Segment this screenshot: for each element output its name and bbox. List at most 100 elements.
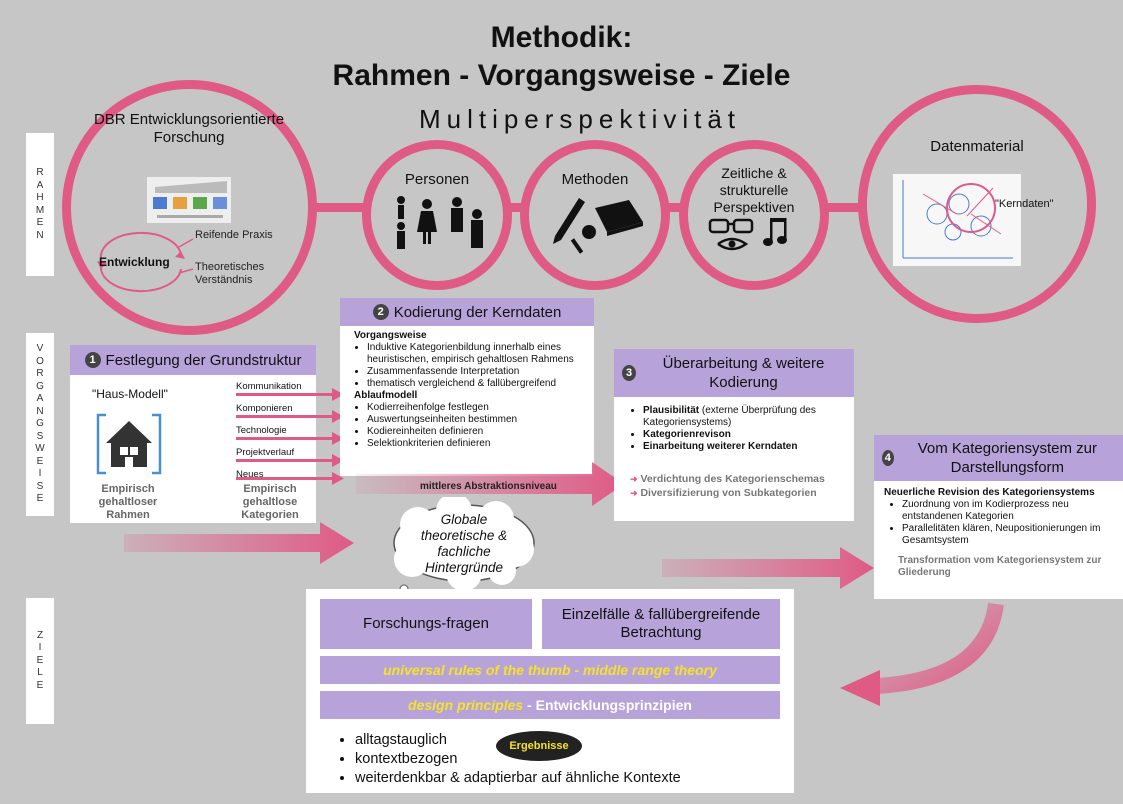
side-label-letter: R bbox=[36, 167, 44, 178]
forschungsfragen-box: Forschungs-fragen bbox=[320, 599, 532, 649]
side-label-letter: R bbox=[36, 368, 44, 380]
list-item: Parallelitäten klären, Neupositionierung… bbox=[902, 523, 1118, 547]
personen-circle: Personen bbox=[362, 140, 512, 290]
personen-label: Personen bbox=[404, 171, 470, 188]
panel-4-foot: Transformation vom Kategoriensystem zur … bbox=[898, 555, 1102, 578]
side-label-letter: E bbox=[36, 217, 44, 228]
curved-arrow bbox=[840, 602, 1004, 706]
list-item: Kodiereinheiten definieren bbox=[367, 426, 584, 438]
side-label-letter: O bbox=[36, 355, 44, 367]
side-label-letter: Z bbox=[36, 629, 44, 641]
side-label-letter: N bbox=[36, 405, 44, 417]
side-label-letter: E bbox=[36, 654, 44, 666]
panel-4-header: 4 Vom Kategoriensystem zur Darstellungsf… bbox=[874, 435, 1123, 481]
side-label-letter: A bbox=[36, 393, 44, 405]
panel-2-number: 2 bbox=[372, 304, 389, 320]
side-label-letter: E bbox=[36, 679, 44, 691]
people-icon bbox=[397, 196, 483, 249]
panel-1: 1 Festlegung der Grundstruktur "Haus-Mod… bbox=[70, 345, 316, 523]
kerndaten-label: "Kerndaten" bbox=[995, 198, 1054, 210]
panel-3-foot-1: ➜ Verdichtung des Kategorienschemas bbox=[630, 473, 825, 485]
dbr-right2: Theoretisches Verständnis bbox=[195, 261, 265, 286]
zeitlich-circle: Zeitliche & strukturelle Perspektiven bbox=[679, 140, 829, 290]
ergebnisse-badge: Ergebnisse bbox=[496, 731, 582, 761]
abstraction-arrow bbox=[356, 462, 624, 506]
panel-3-list: Plausibilität (externe Überprüfung des K… bbox=[630, 405, 846, 453]
side-label-letter: S bbox=[36, 430, 44, 442]
haus-modell-label: "Haus-Modell" bbox=[92, 387, 168, 401]
methoden-circle: Methoden bbox=[520, 140, 670, 290]
data-network-icon bbox=[893, 174, 1021, 266]
panel-2-heading-1: Vorgangsweise bbox=[354, 330, 427, 341]
list-item: Kodierreihenfolge festlegen bbox=[367, 402, 584, 414]
category-item: Technologie bbox=[236, 425, 287, 436]
design-principles-label: design principles bbox=[408, 697, 524, 713]
side-label-letter: G bbox=[36, 418, 44, 430]
category-item: Komponieren bbox=[236, 403, 293, 414]
panel-4-heading: Neuerliche Revision des Kategoriensystem… bbox=[884, 487, 1095, 498]
panel-2: 2 Kodierung der Kerndaten Vorgangsweise … bbox=[340, 298, 594, 476]
panel-3-foot-2: ➜ Diversifizierung von Subkategorien bbox=[630, 487, 817, 499]
list-item: Einarbeitung weiterer Kerndaten bbox=[643, 441, 846, 453]
glasses-eye-note-icon bbox=[708, 218, 787, 251]
side-label-letter: N bbox=[36, 229, 44, 241]
panel-2-heading-2: Ablaufmodell bbox=[354, 390, 418, 401]
side-label-letter: S bbox=[36, 480, 44, 492]
panel-1-number: 1 bbox=[84, 352, 101, 368]
side-label-letter: G bbox=[36, 380, 44, 392]
category-arrows bbox=[236, 388, 344, 485]
panel-4-number: 4 bbox=[882, 450, 894, 466]
list-item: weiterdenkbar & adaptierbar auf ähnliche… bbox=[355, 769, 681, 788]
title-line1: Methodik: bbox=[490, 21, 633, 54]
list-item: Zuordnung von im Kodierprozess neu entst… bbox=[902, 499, 1118, 523]
right-arrow bbox=[662, 547, 874, 589]
panel-1-title: Festlegung der Grundstruktur bbox=[105, 351, 302, 369]
title-line2: Rahmen - Vorgangsweise - Ziele bbox=[332, 59, 791, 92]
list-item: Induktive Kategorienbildung innerhalb ei… bbox=[367, 342, 584, 366]
side-label-letter: W bbox=[35, 443, 45, 455]
side-label-letter: M bbox=[35, 204, 45, 216]
design-principles-bar: design principles - Entwicklungsprinzipi… bbox=[320, 691, 780, 719]
cloud-label: Globale theoretische & fachliche Hinterg… bbox=[420, 512, 508, 575]
list-item: thematisch vergleichend & fallübergreife… bbox=[367, 378, 584, 390]
list-item: Zusammenfassende Interpretation bbox=[367, 366, 584, 378]
cloud-shape bbox=[391, 497, 535, 597]
panel-3: 3 Überarbeitung & weitere Kodierung Plau… bbox=[614, 349, 854, 521]
side-label-letter: H bbox=[36, 192, 44, 203]
panel-1-right-foot: Empirisch gehaltlose Kategorien bbox=[241, 483, 299, 521]
side-label-letter: E bbox=[36, 493, 44, 505]
panel-4: 4 Vom Kategoriensystem zur Darstellungsf… bbox=[874, 435, 1123, 599]
small-arrows-icon bbox=[178, 238, 194, 274]
pen-book-mic-icon bbox=[553, 198, 643, 254]
panel-3-title: Überarbeitung & weitere Kodierung bbox=[662, 355, 825, 391]
list-item: Auswertungseinheiten bestimmen bbox=[367, 414, 584, 426]
left-arrow bbox=[124, 522, 354, 564]
cycle-arrows-icon bbox=[97, 231, 185, 293]
category-item: Neues bbox=[236, 469, 264, 480]
side-label-letter: V bbox=[36, 343, 44, 355]
panel-4-title: Vom Kategoriensystem zur Darstellungsfor… bbox=[917, 440, 1097, 476]
list-item: Kategorienrevison bbox=[643, 429, 846, 441]
dbr-right1: Reifende Praxis bbox=[195, 229, 273, 241]
dbr-center-label: Entwicklung bbox=[99, 255, 170, 269]
house-icon bbox=[96, 413, 162, 475]
ziele-bullets: alltagstauglich kontextbezogen weiterden… bbox=[342, 731, 681, 788]
side-label-letter: I bbox=[38, 642, 42, 654]
dbr-diagram-icon bbox=[147, 177, 231, 223]
datenmaterial-circle: Datenmaterial "Kerndaten" bbox=[858, 85, 1096, 323]
abstraction-label: mittleres Abstraktionsniveau bbox=[420, 481, 557, 492]
list-item: alltagstauglich bbox=[355, 731, 681, 750]
panel-2-title: Kodierung der Kerndaten bbox=[393, 303, 562, 321]
middle-range-bar: universal rules of the thumb - middle ra… bbox=[320, 656, 780, 684]
datenmaterial-title: Datenmaterial bbox=[930, 138, 1024, 155]
side-label-letter: E bbox=[36, 455, 44, 467]
panel-2-body: Vorgangsweise Induktive Kategorienbildun… bbox=[340, 326, 594, 450]
subtitle: Multiperspektivität bbox=[418, 104, 742, 134]
entwicklungsprinzipien-label: - Entwicklungsprinzipien bbox=[523, 697, 692, 713]
list-item: kontextbezogen bbox=[355, 750, 681, 769]
panel-2-header: 2 Kodierung der Kerndaten bbox=[340, 298, 594, 326]
panel-3-number: 3 bbox=[622, 365, 636, 381]
